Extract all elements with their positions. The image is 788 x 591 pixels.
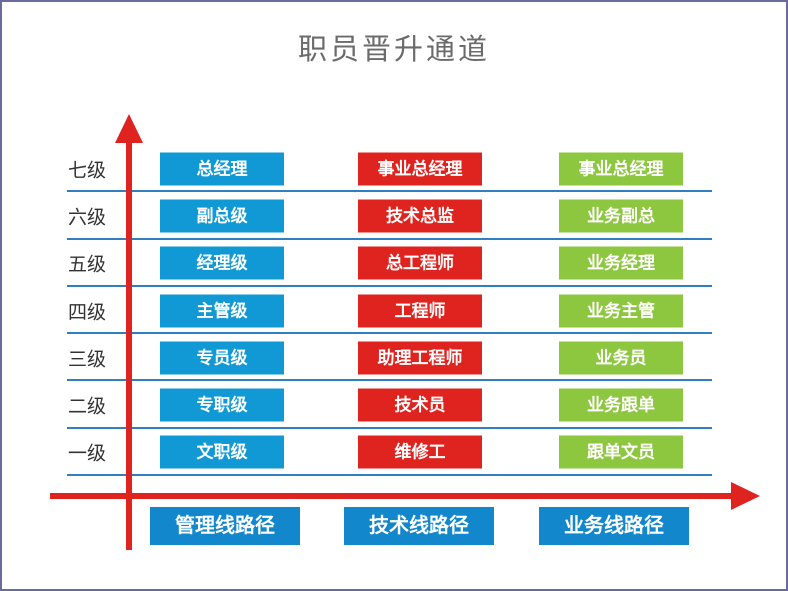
technical-level-box: 事业总经理 xyxy=(358,152,482,186)
row-separator xyxy=(67,332,712,335)
management-level-box: 经理级 xyxy=(160,246,284,280)
business-level-box: 业务员 xyxy=(559,341,683,375)
level-label: 四级 xyxy=(68,302,107,324)
level-row-7: 七级 总经理 事业总经理 事业总经理 xyxy=(2,145,786,193)
level-row-5: 五级 经理级 总工程师 业务经理 xyxy=(2,240,786,287)
level-row-6: 六级 副总级 技术总监 业务副总 xyxy=(2,192,786,240)
level-label: 一级 xyxy=(68,443,107,465)
path-label-management: 管理线路径 xyxy=(150,507,300,545)
technical-level-box: 总工程师 xyxy=(358,246,482,280)
path-label-technical: 技术线路径 xyxy=(344,507,494,545)
management-level-box: 文职级 xyxy=(160,435,284,469)
row-separator xyxy=(67,474,712,477)
x-axis-arrow-right-icon xyxy=(731,482,760,510)
level-label: 三级 xyxy=(68,349,107,371)
row-separator xyxy=(67,379,712,382)
technical-level-box: 技术总监 xyxy=(358,199,482,233)
level-row-4: 四级 主管级 工程师 业务主管 xyxy=(2,287,786,335)
level-row-2: 二级 专职级 技术员 业务跟单 xyxy=(2,381,786,429)
business-level-box: 业务跟单 xyxy=(559,388,683,422)
management-level-box: 副总级 xyxy=(160,199,284,233)
row-separator xyxy=(67,284,712,287)
page-title: 职员晋升通道 xyxy=(297,34,490,66)
y-axis-arrow-up-icon xyxy=(115,114,143,143)
technical-level-box: 维修工 xyxy=(358,435,482,469)
level-row-3: 三级 专员级 助理工程师 业务员 xyxy=(2,334,786,382)
business-level-box: 跟单文员 xyxy=(559,435,683,469)
level-label: 五级 xyxy=(68,254,107,276)
y-axis xyxy=(126,140,132,550)
row-separator xyxy=(67,237,712,240)
management-level-box: 主管级 xyxy=(160,294,284,328)
technical-level-box: 工程师 xyxy=(358,294,482,328)
management-level-box: 总经理 xyxy=(160,152,284,186)
business-level-box: 业务副总 xyxy=(559,199,683,233)
row-separator xyxy=(67,426,712,429)
level-label: 二级 xyxy=(68,396,107,418)
row-separator xyxy=(67,190,712,193)
technical-level-box: 助理工程师 xyxy=(358,341,482,375)
path-label-business: 业务线路径 xyxy=(539,507,689,545)
management-level-box: 专职级 xyxy=(160,388,284,422)
management-level-box: 专员级 xyxy=(160,341,284,375)
level-label: 六级 xyxy=(68,207,107,229)
level-label: 七级 xyxy=(68,160,107,182)
level-rows: 七级 总经理 事业总经理 事业总经理 六级 副总级 技术总监 业务副总 五级 经… xyxy=(2,145,786,477)
x-axis xyxy=(50,493,734,499)
business-level-box: 业务经理 xyxy=(559,246,683,280)
level-row-1: 一级 文职级 维修工 跟单文员 xyxy=(2,429,786,477)
technical-level-box: 技术员 xyxy=(358,388,482,422)
business-level-box: 事业总经理 xyxy=(559,152,683,186)
business-level-box: 业务主管 xyxy=(559,294,683,328)
